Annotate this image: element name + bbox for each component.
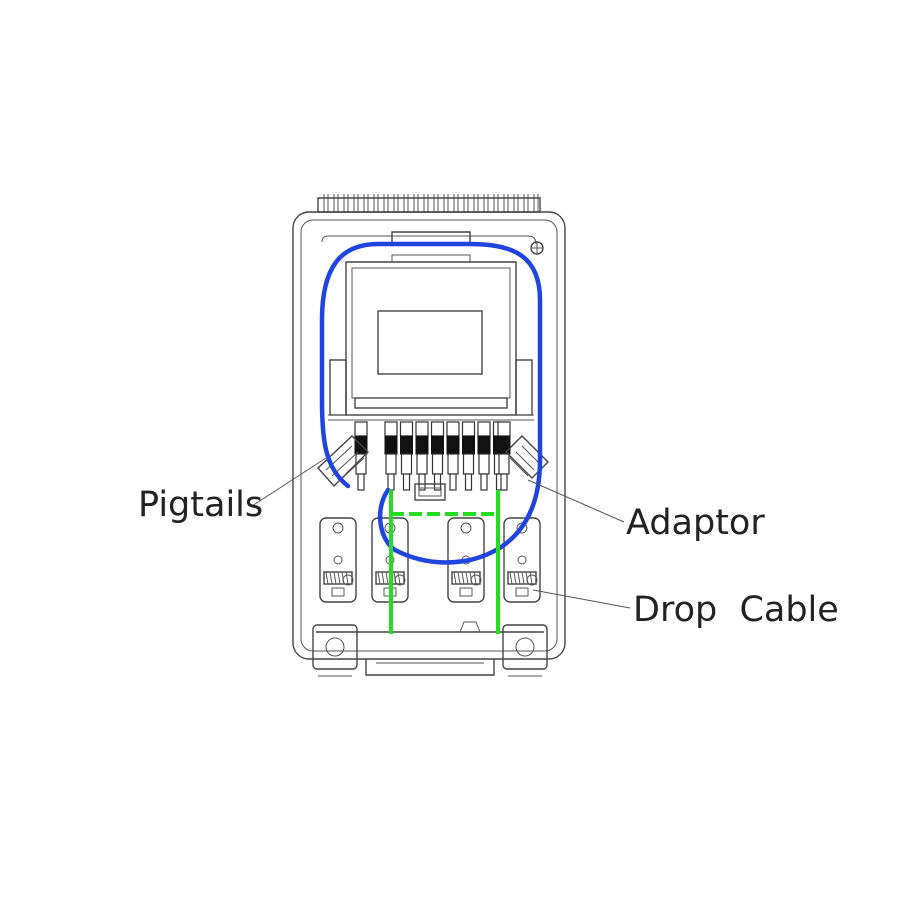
drop-cable-label: Drop Cable [633,590,839,630]
enclosure-body [292,211,566,660]
adapter [497,421,511,491]
top-vent-ridges [317,194,541,213]
cable-clamp [447,517,485,603]
adapter [415,421,429,491]
adapter [430,421,445,491]
splice-tray [328,254,534,421]
adaptor-leader [527,479,625,523]
cable-clamp [319,517,357,603]
adapter [354,421,368,491]
adapter [384,421,398,491]
bottom-cable-entry [312,621,548,677]
adapter [477,421,491,491]
adaptor-label: Adaptor [626,503,765,543]
fiber-guide-right [505,435,549,479]
pigtails-label: Pigtails [138,485,263,525]
drop-cable-leader [532,589,631,609]
cable-clamp [503,517,541,603]
pigtails-leader [251,457,327,507]
leader-lines [251,457,631,609]
adapter [446,421,460,491]
adapter-base [414,483,446,501]
drop-cables [389,490,500,634]
pigtail-loop [319,241,543,565]
adapter-row [354,421,511,491]
adapter [399,421,414,491]
adapter [461,421,476,491]
